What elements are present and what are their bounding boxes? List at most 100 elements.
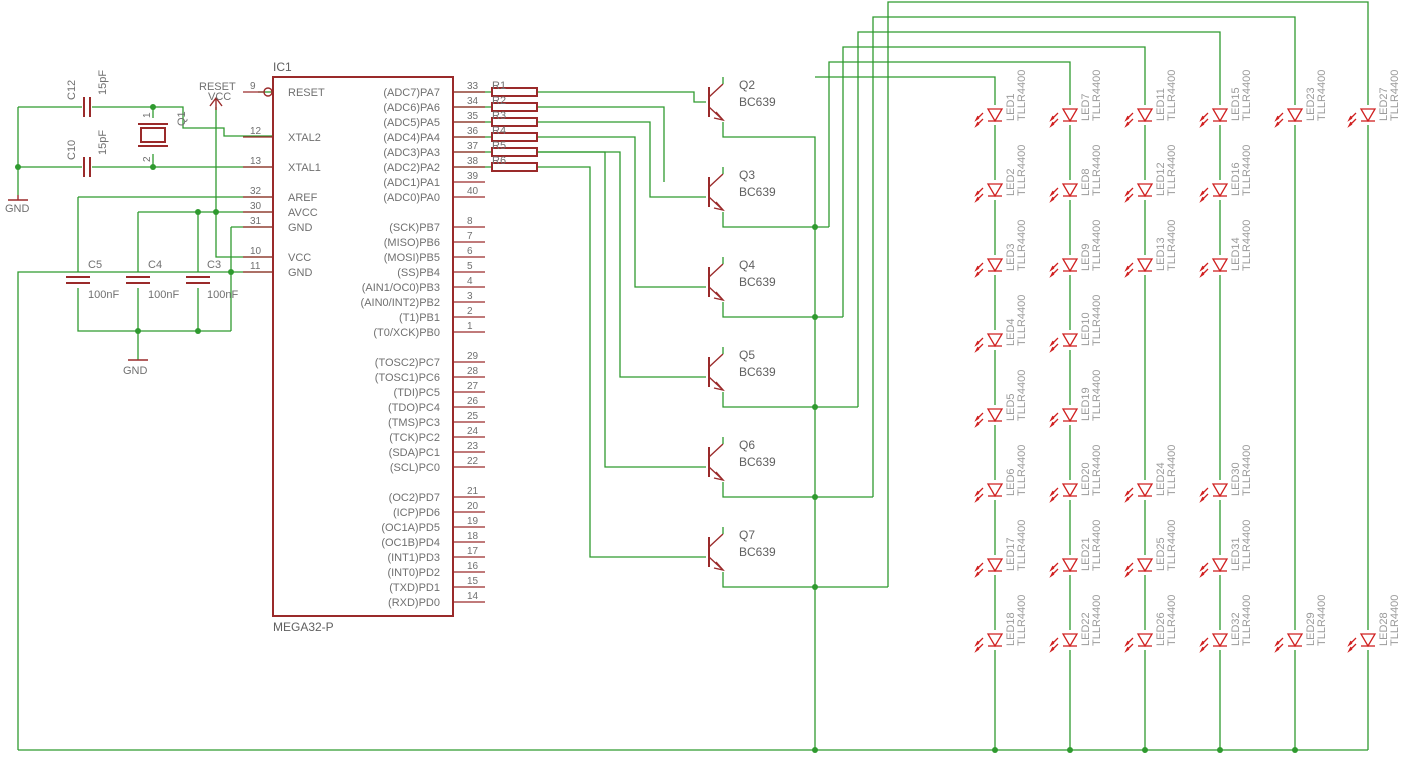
- led-part: TLLR4400: [1016, 220, 1028, 271]
- ic-pin-name: AREF: [288, 192, 318, 204]
- ic-pin-name: (ADC0)PA0: [383, 192, 440, 204]
- ic-pin-number: 27: [467, 381, 479, 392]
- ic-pin-number: 29: [467, 351, 479, 362]
- ic-pin-34: 34(ADC6)PA6: [383, 96, 485, 114]
- led-ref: LED1: [1005, 93, 1017, 121]
- ic-pin-number: 7: [467, 231, 473, 242]
- ic-pin-number: 13: [250, 156, 262, 167]
- ic-pin-name: (AIN0/INT2)PB2: [361, 297, 440, 309]
- ic-pin-number: 10: [250, 246, 262, 257]
- led-ref: LED15: [1230, 87, 1242, 121]
- led-ref: LED18: [1005, 612, 1017, 646]
- resistor-label: R1: [492, 80, 506, 92]
- gnd-symbol-left: GND: [5, 195, 30, 215]
- led-ref: LED23: [1305, 87, 1317, 121]
- led-part: TLLR4400: [1091, 295, 1103, 346]
- ic-pin-name: (SDA)PC1: [389, 447, 440, 459]
- ic-pin-name: (AIN1/OC0)PB3: [362, 282, 440, 294]
- ic-pin-37: 37(ADC3)PA3: [383, 141, 485, 159]
- ic-pin-name: (ADC5)PA5: [383, 117, 440, 129]
- led-ref: LED4: [1005, 318, 1017, 346]
- ic-pin-number: 40: [467, 186, 479, 197]
- resistor-r4: R4: [491, 125, 538, 142]
- svg-text:C10: C10: [66, 140, 78, 160]
- ic-pin-14: 14(RXD)PD0: [388, 591, 485, 609]
- resistor-r5: R5: [491, 140, 538, 157]
- ic-pin-25: 25(TMS)PC3: [388, 411, 485, 429]
- led-part: TLLR4400: [1091, 220, 1103, 271]
- ic-pin-35: 35(ADC5)PA5: [383, 111, 485, 129]
- ic-pin-name: XTAL2: [288, 132, 321, 144]
- ic-pin-number: 2: [467, 306, 473, 317]
- svg-text:C5: C5: [88, 259, 102, 271]
- vcc-label: VCC: [208, 91, 231, 103]
- led-part: TLLR4400: [1091, 445, 1103, 496]
- gnd-symbol-caps: GND: [123, 359, 148, 377]
- transistor-part: BC639: [739, 365, 776, 379]
- ic-pin-21: 21(OC2)PD7: [389, 486, 485, 504]
- led-ref: LED27: [1378, 87, 1390, 121]
- led-part: TLLR4400: [1166, 145, 1178, 196]
- ic-pin-7: 7(MISO)PB6: [384, 231, 485, 249]
- led-ref: LED9: [1080, 243, 1092, 271]
- led-ref: LED24: [1155, 462, 1167, 496]
- transistor-part: BC639: [739, 455, 776, 469]
- ic-pin-number: 15: [467, 576, 479, 587]
- led-ref: LED32: [1230, 612, 1242, 646]
- transistor-ref: Q5: [739, 348, 755, 362]
- crystal-q1: Q1 1 2: [138, 111, 188, 162]
- capacitor-c12: C12 15pF: [66, 70, 109, 117]
- ic-pin-number: 9: [250, 81, 256, 92]
- resistor-r1: R1: [491, 80, 538, 97]
- transistor-ref: Q7: [739, 528, 755, 542]
- led-part: TLLR4400: [1241, 70, 1253, 121]
- ic-pin-name: (ADC4)PA4: [383, 132, 440, 144]
- led-ref: LED26: [1155, 612, 1167, 646]
- svg-text:1: 1: [142, 112, 153, 118]
- ic-pin-name: (ADC3)PA3: [383, 147, 440, 159]
- ic-pin-27: 27(TDI)PC5: [394, 381, 485, 399]
- led-ref: LED31: [1230, 537, 1242, 571]
- ic-pin-name: (SS)PB4: [397, 267, 440, 279]
- ic-pin-name: (OC1B)PD4: [381, 537, 440, 549]
- led-ref: LED29: [1305, 612, 1317, 646]
- transistor-ref: Q4: [739, 258, 755, 272]
- ic-pin-name: (ADC6)PA6: [383, 102, 440, 114]
- capacitor-c3: C3 100nF: [186, 259, 238, 301]
- led-ref: LED5: [1005, 393, 1017, 421]
- led-part: TLLR4400: [1241, 520, 1253, 571]
- ic-pin-33: 33(ADC7)PA7: [383, 81, 485, 99]
- led-ref: LED3: [1005, 243, 1017, 271]
- ic-pin-number: 22: [467, 456, 479, 467]
- led-part: TLLR4400: [1241, 145, 1253, 196]
- led-part: TLLR4400: [1241, 595, 1253, 646]
- ic-pin-name: (ADC2)PA2: [383, 162, 440, 174]
- led-part: TLLR4400: [1016, 145, 1028, 196]
- led-part: TLLR4400: [1241, 220, 1253, 271]
- led-ref: LED17: [1005, 537, 1017, 571]
- ic-pin-number: 16: [467, 561, 479, 572]
- led-ref: LED6: [1005, 468, 1017, 496]
- resistor-r3: R3: [491, 110, 538, 127]
- ic-pin-24: 24(TCK)PC2: [389, 426, 485, 444]
- led-ref: LED16: [1230, 162, 1242, 196]
- ic-pin-number: 3: [467, 291, 473, 302]
- led-part: TLLR4400: [1316, 70, 1328, 121]
